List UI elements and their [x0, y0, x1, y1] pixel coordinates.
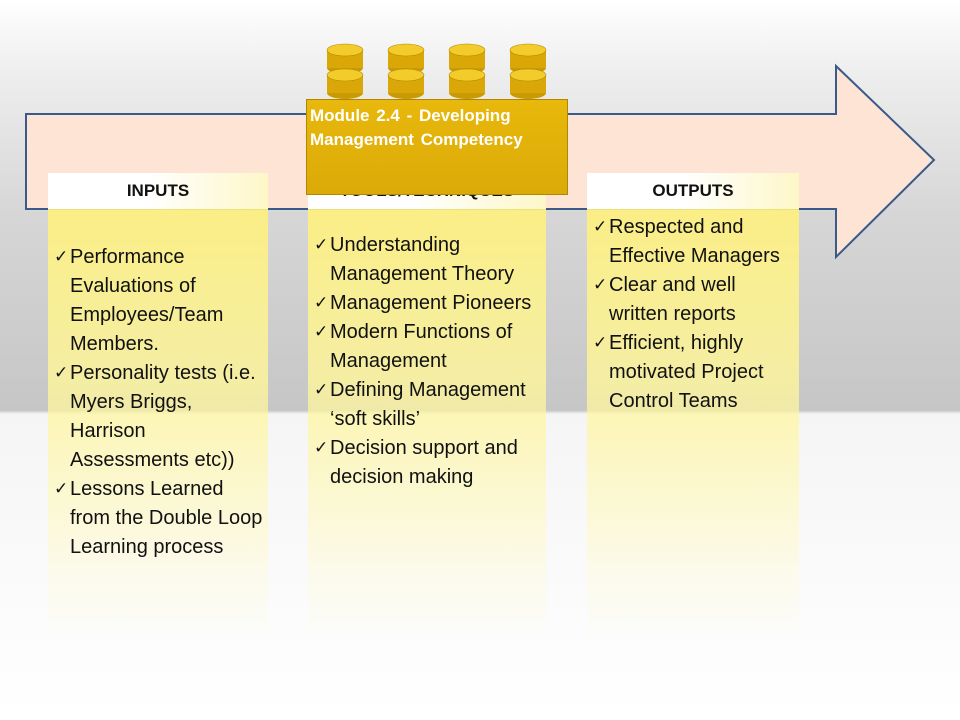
- brick-stud: [326, 68, 364, 99]
- item-text: Personality tests (i.e. Myers Briggs, Ha…: [70, 362, 256, 471]
- brick-stud: [509, 68, 547, 99]
- item-text: Defining Management ‘soft skills’: [330, 379, 526, 430]
- list-item: ✓Efficient, highly motivated Project Con…: [593, 329, 799, 416]
- list-item: ✓Clear and well written reports: [593, 271, 799, 329]
- brick-stud: [448, 68, 486, 99]
- list-item: ✓Decision support and decision making: [314, 434, 546, 492]
- tools-list: ✓Understanding Management Theory ✓Manage…: [308, 231, 546, 492]
- item-text: Clear and well written reports: [609, 274, 736, 325]
- check-icon: ✓: [314, 438, 329, 458]
- list-item: ✓Performance Evaluations of Employees/Te…: [54, 243, 268, 359]
- inputs-list: ✓Performance Evaluations of Employees/Te…: [48, 243, 268, 562]
- list-item: ✓Respected and Effective Managers: [593, 213, 799, 271]
- list-item: ✓Lessons Learned from the Double Loop Le…: [54, 475, 268, 562]
- item-text: Efficient, highly motivated Project Cont…: [609, 332, 764, 412]
- list-item: ✓Understanding Management Theory: [314, 231, 546, 289]
- list-item: ✓Management Pioneers: [314, 289, 546, 318]
- brick-stud: [387, 68, 425, 99]
- list-item: ✓Defining Management ‘soft skills’: [314, 376, 546, 434]
- check-icon: ✓: [54, 363, 69, 383]
- check-icon: ✓: [314, 293, 329, 313]
- brick-body: [306, 99, 568, 195]
- tools-column: TOOLS/TECHNIQUES ✓Understanding Manageme…: [308, 173, 546, 641]
- brick-studs: [326, 43, 547, 99]
- item-text: Understanding Management Theory: [330, 234, 515, 285]
- check-icon: ✓: [54, 247, 69, 267]
- check-icon: ✓: [593, 275, 608, 295]
- item-text: Management Pioneers: [330, 292, 532, 314]
- check-icon: ✓: [54, 479, 69, 499]
- inputs-header: INPUTS: [48, 173, 268, 209]
- inputs-column: INPUTS ✓Performance Evaluations of Emplo…: [48, 173, 268, 641]
- check-icon: ✓: [593, 217, 608, 237]
- list-item: ✓Personality tests (i.e. Myers Briggs, H…: [54, 359, 268, 475]
- outputs-list: ✓Respected and Effective Managers ✓Clear…: [587, 213, 799, 416]
- outputs-column: OUTPUTS ✓Respected and Effective Manager…: [587, 173, 799, 641]
- item-text: Lessons Learned from the Double Loop Lea…: [70, 478, 263, 558]
- check-icon: ✓: [314, 322, 329, 342]
- item-text: Performance Evaluations of Employees/Tea…: [70, 246, 224, 355]
- item-text: Modern Functions of Management: [330, 321, 513, 372]
- module-title: Module 2.4 - Developing Management Compe…: [310, 106, 523, 149]
- check-icon: ✓: [314, 235, 329, 255]
- check-icon: ✓: [314, 380, 329, 400]
- outputs-header: OUTPUTS: [587, 173, 799, 209]
- check-icon: ✓: [593, 333, 608, 353]
- item-text: Respected and Effective Managers: [609, 216, 780, 267]
- lego-brick-icon: Module 2.4 - Developing Management Compe…: [306, 40, 568, 195]
- item-text: Decision support and decision making: [330, 437, 518, 488]
- list-item: ✓Modern Functions of Management: [314, 318, 546, 376]
